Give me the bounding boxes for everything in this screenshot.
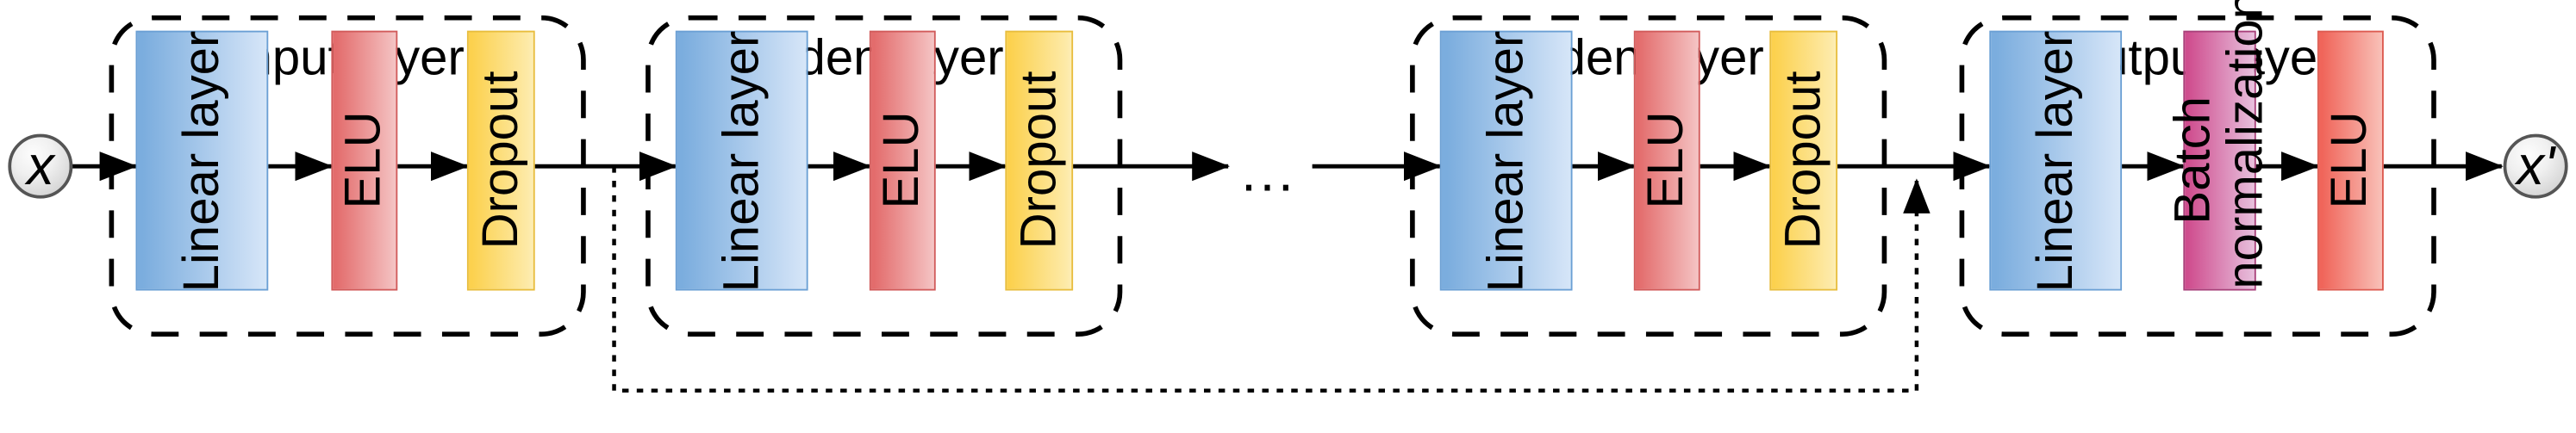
block-label: Dropout xyxy=(1774,71,1831,250)
block-label: Dropout xyxy=(471,71,528,250)
block-output-layer-batch-normalization: Batch normalization xyxy=(2164,0,2273,291)
block-hidden-layer-1-linear-layer: Linear layer xyxy=(675,29,808,292)
block-label: Linear layer xyxy=(2025,29,2083,292)
ellipsis-continuation: ... xyxy=(1241,142,1297,204)
block-output-layer-elu: ELU xyxy=(2317,30,2384,291)
block-hidden-layer-1-dropout: Dropout xyxy=(1005,30,1074,291)
input-node-x: x xyxy=(8,133,73,199)
block-hidden-layer-n-linear-layer: Linear layer xyxy=(1439,29,1573,292)
block-output-layer-linear-layer: Linear layer xyxy=(1989,29,2123,292)
block-hidden-layer-n-dropout: Dropout xyxy=(1769,30,1838,291)
output-node-label: x' xyxy=(2517,134,2555,196)
block-input-layer-dropout: Dropout xyxy=(466,30,535,291)
block-label: ELU xyxy=(872,112,930,210)
block-label: Batch normalization xyxy=(2163,0,2273,289)
block-label: ELU xyxy=(334,112,392,210)
output-node-x-prime: x' xyxy=(2503,133,2568,199)
block-label: Linear layer xyxy=(1476,29,1533,292)
block-hidden-layer-n-elu: ELU xyxy=(1633,30,1700,291)
block-label: ELU xyxy=(1637,112,1694,210)
block-hidden-layer-1-elu: ELU xyxy=(869,30,936,291)
block-label: Linear layer xyxy=(712,29,770,292)
block-input-layer-elu: ELU xyxy=(331,30,398,291)
repeat-loop-dotted-path xyxy=(612,166,1930,393)
block-label: ELU xyxy=(2321,112,2378,210)
input-node-label: x xyxy=(26,134,54,196)
block-input-layer-linear-layer: Linear layer xyxy=(135,29,269,292)
block-label: Dropout xyxy=(1009,71,1067,250)
block-label: Linear layer xyxy=(172,29,229,292)
